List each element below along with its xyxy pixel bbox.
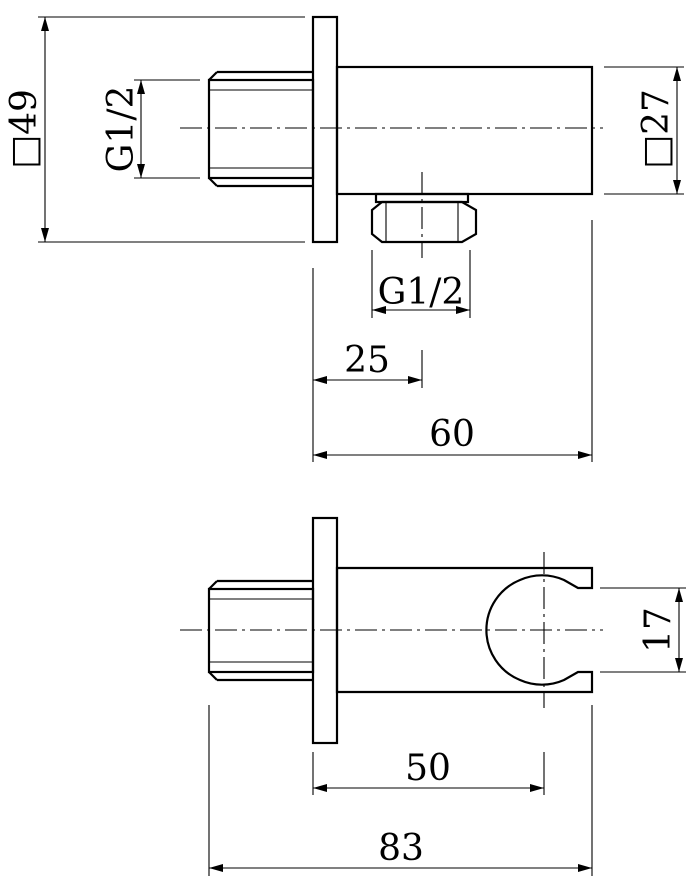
dim-50: 50 (312, 748, 545, 795)
dim-thread-left-label: G1/2 (101, 86, 142, 173)
dim-25: 25 (312, 268, 423, 462)
dim-25-label: 25 (344, 340, 390, 381)
top-bottom-outlet (370, 192, 478, 244)
dim-thread-left: G1/2 (101, 79, 200, 179)
bottom-holder-body (335, 566, 594, 694)
dim-square-27-label: □27 (636, 89, 677, 169)
dim-83-label: 83 (378, 828, 424, 869)
dim-60: 60 (313, 220, 593, 462)
dim-17: 17 (600, 587, 686, 673)
dim-thread-bottom: G1/2 (371, 250, 471, 318)
dim-50-label: 50 (405, 748, 451, 789)
dim-square-49-label: □49 (4, 89, 45, 169)
top-square-body (335, 65, 594, 196)
dim-60-label: 60 (429, 414, 475, 455)
bottom-view: 17 50 83 (180, 516, 686, 876)
top-left-thread (207, 70, 315, 188)
dim-17-label: 17 (638, 607, 679, 653)
dim-83: 83 (208, 705, 593, 876)
top-flange (311, 15, 339, 244)
top-view: □49 G1/2 □27 G1/2 (4, 15, 684, 462)
dim-square-49: □49 (4, 16, 305, 243)
dim-square-27: □27 (604, 66, 684, 195)
dim-thread-bottom-label: G1/2 (378, 272, 465, 313)
